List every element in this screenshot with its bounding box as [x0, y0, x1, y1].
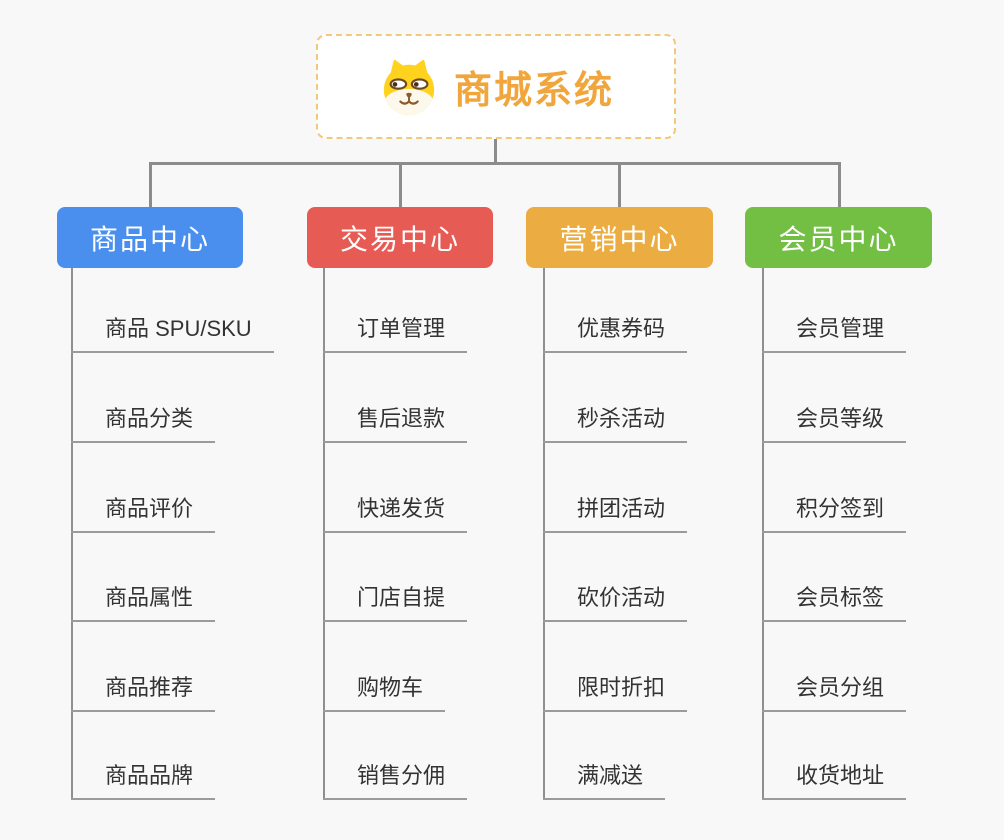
child-node[interactable]: 商品分类	[71, 404, 216, 443]
child-node[interactable]: 商品评价	[71, 494, 216, 533]
branch-spine	[543, 268, 545, 800]
branch-node-product-center[interactable]: 商品中心	[57, 207, 243, 268]
connector-drop-trade	[399, 162, 402, 208]
child-node[interactable]: 限时折扣	[543, 673, 688, 712]
child-node[interactable]: 销售分佣	[323, 761, 468, 800]
root-node[interactable]: 商城系统	[316, 34, 676, 139]
child-node[interactable]: 会员管理	[762, 314, 907, 353]
child-node[interactable]: 积分签到	[762, 494, 907, 533]
child-node[interactable]: 会员标签	[762, 583, 907, 622]
branch-children-product: 商品 SPU/SKU 商品分类 商品评价 商品属性 商品推荐 商品品牌	[71, 268, 311, 800]
child-node[interactable]: 售后退款	[323, 404, 468, 443]
branch-children-trade: 订单管理 售后退款 快递发货 门店自提 购物车 销售分佣	[323, 268, 563, 800]
branch-children-marketing: 优惠券码 秒杀活动 拼团活动 砍价活动 限时折扣 满减送	[543, 268, 783, 800]
child-node[interactable]: 会员分组	[762, 673, 907, 712]
child-node[interactable]: 拼团活动	[543, 494, 688, 533]
branch-node-member-center[interactable]: 会员中心	[745, 207, 932, 268]
child-node[interactable]: 优惠券码	[543, 314, 688, 353]
child-node[interactable]: 砍价活动	[543, 583, 688, 622]
child-node[interactable]: 快递发货	[323, 494, 468, 533]
child-node[interactable]: 商品属性	[71, 583, 216, 622]
child-node[interactable]: 商品 SPU/SKU	[71, 314, 274, 353]
connector-root-stem	[494, 139, 497, 164]
child-node[interactable]: 收货地址	[762, 761, 907, 800]
child-node[interactable]: 订单管理	[323, 314, 468, 353]
child-node[interactable]: 满减送	[543, 761, 666, 800]
shiba-dog-icon	[378, 58, 440, 116]
branch-spine	[762, 268, 764, 800]
connector-drop-marketing	[618, 162, 621, 208]
connector-drop-product	[149, 162, 152, 208]
branch-node-trade-center[interactable]: 交易中心	[307, 207, 493, 268]
connector-drop-member	[838, 162, 841, 208]
branch-children-member: 会员管理 会员等级 积分签到 会员标签 会员分组 收货地址	[762, 268, 1002, 800]
child-node[interactable]: 门店自提	[323, 583, 468, 622]
connector-horizontal-bar	[149, 162, 841, 165]
branch-node-marketing-center[interactable]: 营销中心	[526, 207, 713, 268]
child-node[interactable]: 会员等级	[762, 404, 907, 443]
branch-spine	[323, 268, 325, 800]
child-node[interactable]: 秒杀活动	[543, 404, 688, 443]
child-node[interactable]: 购物车	[323, 673, 446, 712]
branch-spine	[71, 268, 73, 800]
root-title: 商城系统	[453, 70, 614, 112]
child-node[interactable]: 商品品牌	[71, 761, 216, 800]
child-node[interactable]: 商品推荐	[71, 673, 216, 712]
